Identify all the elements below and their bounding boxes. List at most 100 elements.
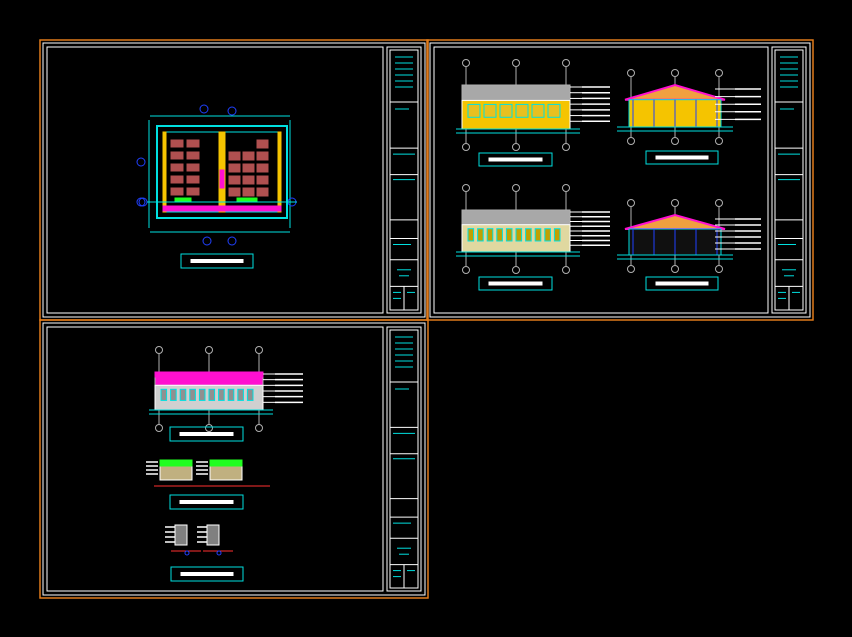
- details-group: [146, 346, 303, 582]
- wall-segment: [277, 131, 282, 213]
- detail-section: [209, 465, 243, 481]
- window: [499, 103, 513, 118]
- board-marker: [236, 197, 258, 203]
- desk: [186, 139, 200, 148]
- desk: [242, 163, 255, 173]
- drawing-title-box: [169, 426, 244, 442]
- wall-segment: [162, 131, 167, 213]
- section-view: [617, 69, 761, 145]
- grid-bubble: [562, 266, 570, 274]
- sheet-frame: [429, 42, 811, 318]
- grid-bubble: [462, 266, 470, 274]
- grid-bubble: [205, 424, 213, 432]
- elevation-view: [456, 184, 610, 274]
- window: [515, 228, 523, 242]
- desk: [228, 163, 241, 173]
- desk: [256, 187, 269, 197]
- grid-bubble: [216, 550, 222, 556]
- floor-band: [162, 205, 282, 212]
- grid-bubble: [199, 104, 209, 114]
- window: [525, 228, 532, 242]
- elevations-group: [456, 59, 761, 291]
- window: [505, 228, 513, 242]
- drawing-title-box: [478, 152, 553, 167]
- window: [467, 228, 475, 242]
- window: [179, 388, 187, 401]
- grid-bubble: [184, 550, 190, 556]
- grid-bubble: [255, 346, 263, 354]
- grid-bubble: [202, 236, 212, 246]
- window: [486, 228, 494, 242]
- elevation-view: [456, 59, 610, 151]
- drawing-title-label: [478, 152, 553, 167]
- title-block: [386, 46, 422, 314]
- drawing-title-text: [179, 500, 234, 504]
- sheet-elevations: [426, 39, 814, 321]
- desk: [256, 163, 269, 173]
- elevation-view: [149, 346, 303, 432]
- drawing-title-box: [170, 566, 244, 582]
- drawing-title-label: [645, 150, 719, 165]
- grid-bubble: [227, 106, 237, 116]
- grid-bubble: [462, 143, 470, 151]
- floor-plan-view: [136, 104, 297, 269]
- sheet-drawing-area: [46, 46, 384, 314]
- grid-bubble: [627, 265, 635, 273]
- drawing-title-box: [645, 150, 719, 165]
- window: [208, 388, 216, 401]
- sheet-drawing-area: [433, 46, 769, 314]
- grid-bubble: [562, 184, 570, 192]
- title-block-frame: [771, 46, 807, 314]
- desk: [170, 151, 184, 160]
- detail-roof: [209, 459, 243, 467]
- grid-bubble: [136, 197, 146, 207]
- grid-bubble: [512, 143, 520, 151]
- desk: [170, 139, 184, 148]
- drawing-title-label: [169, 494, 244, 510]
- grid-bubble: [462, 184, 470, 192]
- window: [170, 388, 177, 401]
- desk: [186, 151, 200, 160]
- gable-roof: [624, 213, 726, 230]
- drawing-title-label: [180, 253, 254, 269]
- sheet-floor-plan: [39, 39, 429, 321]
- grid-bubble: [155, 346, 163, 354]
- gable-roof: [624, 83, 726, 101]
- roof: [461, 84, 571, 101]
- sheet-outer-border: [426, 39, 814, 321]
- board-marker: [174, 197, 192, 203]
- title-block: [771, 46, 807, 314]
- detail-roof: [159, 459, 193, 467]
- window: [218, 388, 225, 401]
- desk: [170, 187, 184, 196]
- desk: [256, 175, 269, 185]
- drawing-title-label: [170, 566, 244, 582]
- title-block: [386, 326, 422, 592]
- desk: [170, 163, 184, 172]
- window: [547, 103, 561, 118]
- desk: [242, 175, 255, 185]
- door-marker: [219, 169, 225, 189]
- window: [477, 228, 484, 242]
- desk: [242, 187, 255, 197]
- window: [544, 228, 551, 242]
- window: [515, 103, 529, 118]
- grid-bubble: [715, 137, 723, 145]
- drawing-title-box: [478, 276, 553, 291]
- drawing-title-text: [179, 432, 234, 436]
- plan-outline: [156, 125, 288, 219]
- desk: [256, 151, 269, 161]
- grid-bubble: [562, 59, 570, 67]
- desk: [256, 139, 269, 149]
- detail-section: [159, 465, 193, 481]
- window: [496, 228, 503, 242]
- drawing-title-box: [645, 276, 719, 291]
- grid-bubble: [671, 137, 679, 145]
- drawing-title-text: [655, 281, 709, 286]
- window: [246, 388, 254, 401]
- grid-bubble: [462, 59, 470, 67]
- desk: [186, 175, 200, 184]
- desk: [170, 175, 184, 184]
- wall-section-details: [146, 459, 270, 487]
